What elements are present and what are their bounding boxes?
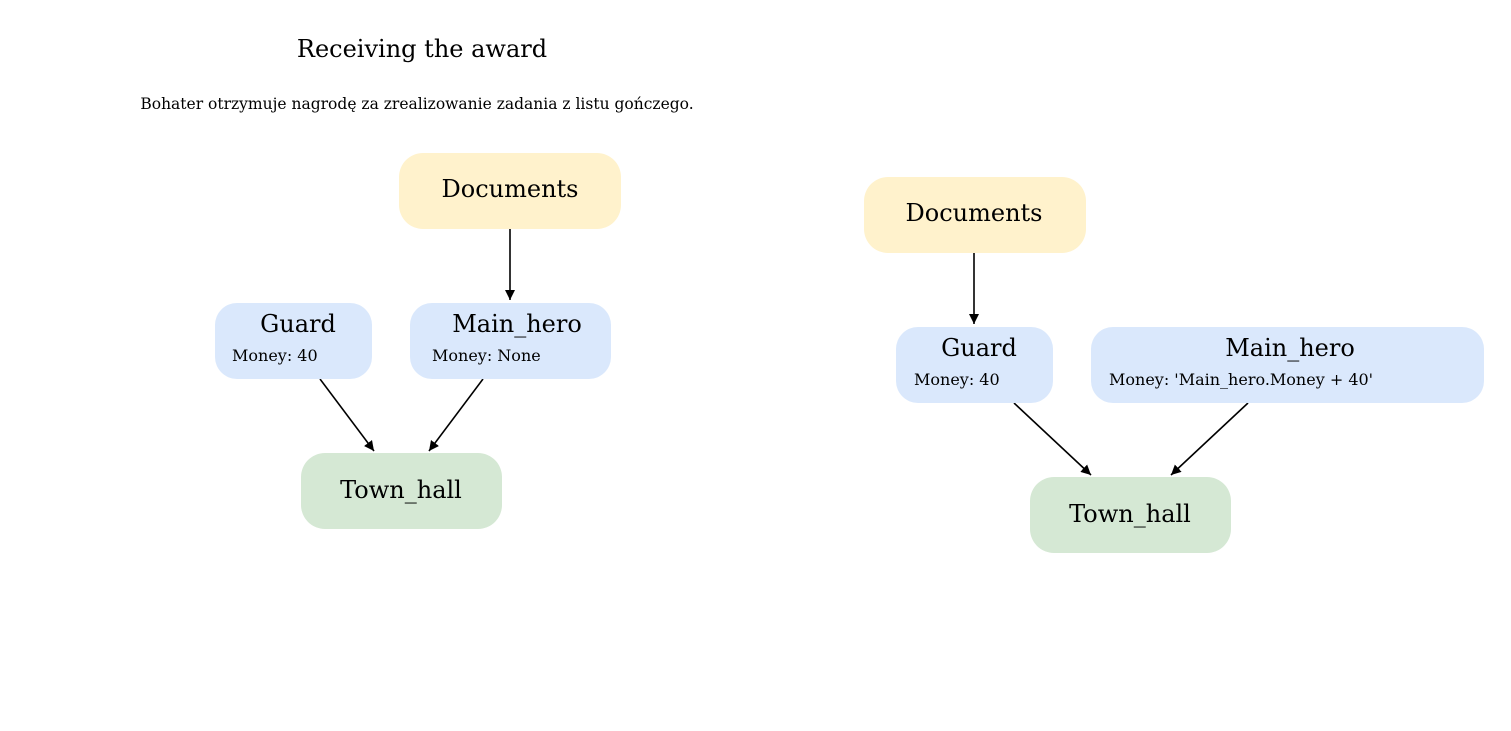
- node-guard-money: Money: 40: [914, 370, 1000, 389]
- node-town-hall-label: Town_hall: [1069, 500, 1191, 528]
- node-guard-label: Guard: [941, 334, 1017, 362]
- node-town-hall[interactable]: Town_hall: [301, 453, 502, 529]
- node-main-hero-box: [1091, 327, 1484, 403]
- node-guard-box: [896, 327, 1053, 403]
- node-documents-label: Documents: [442, 175, 579, 203]
- node-town-hall-box: [1030, 477, 1231, 553]
- node-guard-box: [215, 303, 372, 379]
- diagram-title: Receiving the award: [297, 35, 547, 63]
- node-town-hall-label: Town_hall: [340, 476, 462, 504]
- node-main-hero-label: Main_hero: [1225, 334, 1355, 362]
- node-documents-label: Documents: [906, 199, 1043, 227]
- node-documents-box: [864, 177, 1086, 253]
- node-documents[interactable]: Documents: [864, 177, 1086, 253]
- node-town-hall-box: [301, 453, 502, 529]
- diagram-description: Bohater otrzymuje nagrodę za zrealizowan…: [140, 95, 693, 113]
- node-main-hero-label: Main_hero: [452, 310, 582, 338]
- node-main-hero[interactable]: Main_hero Money: None: [410, 303, 611, 379]
- edge-guard-to-town-hall: [1013, 402, 1092, 476]
- node-town-hall[interactable]: Town_hall: [1030, 477, 1231, 553]
- edge-main-hero-to-town-hall: [1170, 402, 1249, 476]
- node-guard-money: Money: 40: [232, 346, 318, 365]
- edge-main-hero-to-town-hall: [428, 378, 484, 452]
- node-guard[interactable]: Guard Money: 40: [215, 303, 372, 379]
- left-graph: Documents Guard Money: 40 Main_hero Mone…: [215, 153, 621, 529]
- edge-guard-to-town-hall: [319, 378, 375, 452]
- node-guard-label: Guard: [260, 310, 336, 338]
- node-main-hero[interactable]: Main_hero Money: 'Main_hero.Money + 40': [1091, 327, 1484, 403]
- node-main-hero-box: [410, 303, 611, 379]
- node-documents-box: [399, 153, 621, 229]
- right-graph: Documents Guard Money: 40 Main_hero Mone…: [864, 177, 1484, 553]
- node-main-hero-money: Money: None: [432, 346, 541, 365]
- node-main-hero-money: Money: 'Main_hero.Money + 40': [1109, 370, 1373, 389]
- node-guard[interactable]: Guard Money: 40: [896, 327, 1053, 403]
- node-documents[interactable]: Documents: [399, 153, 621, 229]
